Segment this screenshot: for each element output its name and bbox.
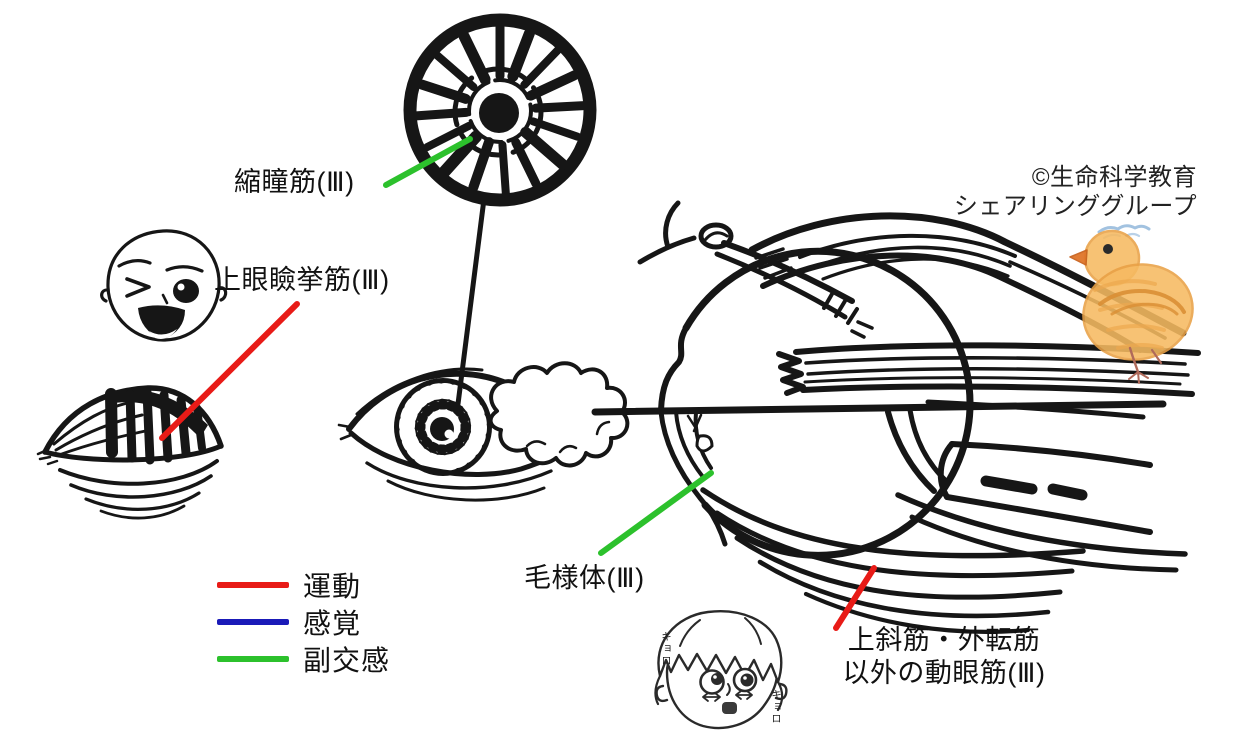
tongue — [149, 329, 177, 339]
label-oculomotor-others: 上斜筋・外転筋 以外の動眼筋(Ⅲ) — [808, 624, 1080, 690]
right-ear — [774, 682, 788, 701]
sensory-color-line — [217, 618, 289, 625]
leader-oculomotor — [833, 565, 877, 631]
legend: 運動 感覚 副交感 — [216, 566, 390, 677]
kyoro-text-left: キョロ — [660, 631, 672, 667]
chick-wing — [1098, 289, 1186, 314]
pupil — [479, 93, 519, 133]
nose — [161, 293, 169, 305]
ciliary-body-section — [658, 409, 728, 547]
open-eye-figure — [337, 361, 630, 502]
attachment-zigzag — [776, 351, 806, 396]
front-step — [658, 325, 689, 413]
left-eyebrow — [117, 259, 152, 268]
nerve-dash — [1047, 483, 1088, 501]
leader-ciliary — [598, 470, 714, 556]
chick-figure — [1069, 224, 1194, 384]
inferior-muscles-fan — [700, 487, 1188, 634]
kyoro-text-right: キョロ — [770, 689, 782, 725]
winking-face-figure — [100, 229, 228, 342]
lens-knot — [695, 434, 714, 453]
leader-open-eye — [455, 196, 487, 407]
trochlea-superior-oblique — [637, 200, 874, 339]
open-eye — [173, 279, 199, 303]
label-pupillary-constrictor: 縮瞳筋(Ⅲ) — [234, 167, 355, 197]
lash-marks — [36, 448, 59, 466]
label-levator-palpebrae: 上眼瞼挙筋(Ⅲ) — [214, 265, 390, 295]
iris-outer-ring — [403, 13, 597, 207]
leader-pupil-constrictor — [383, 136, 473, 188]
levator-muscle-eye-figure — [36, 385, 224, 520]
iris-wheel-figure — [403, 13, 597, 207]
chick-leg — [1128, 346, 1140, 374]
right-eyebrow — [165, 265, 204, 273]
legend-label-sensory: 感覚 — [303, 607, 362, 639]
leader-levator — [159, 301, 300, 441]
legend-label-parasympathetic: 副交感 — [303, 644, 391, 676]
head-outline — [106, 229, 221, 342]
copyright-credit: ©生命科学教育 シェアリンググループ — [954, 163, 1197, 221]
right-arrow — [735, 690, 753, 700]
eye-highlight — [177, 283, 185, 291]
label-oculomotor-line1: 上斜筋・外転筋 — [847, 625, 1041, 655]
sphincter-ring-inner — [467, 78, 533, 144]
corner-lashes — [337, 423, 353, 441]
copyright-line1: ©生命科学教育 — [1031, 164, 1197, 191]
parasympathetic-color-line — [217, 655, 289, 662]
copyright-line2: シェアリンググループ — [953, 193, 1197, 220]
lacrimal-gland — [488, 361, 630, 468]
legend-row-sensory: 感覚 — [216, 603, 390, 640]
nerve-dash — [980, 475, 1038, 495]
blue-scribble — [1097, 224, 1151, 234]
looking-around-face-figure — [654, 610, 788, 730]
optic-axis-line — [591, 399, 1167, 420]
label-ciliary-body: 毛様体(Ⅲ) — [524, 563, 645, 593]
nose — [726, 683, 731, 696]
optic-nerve — [885, 407, 1153, 535]
mouth — [722, 702, 737, 714]
muscle-stripes — [105, 387, 206, 465]
chick-foot — [1128, 371, 1149, 384]
left-ear — [100, 288, 110, 303]
vessel-fork — [637, 200, 697, 265]
leader-lines — [159, 136, 877, 631]
chick-body — [1082, 263, 1194, 361]
oblique-tendon — [721, 240, 855, 304]
chick-beak — [1069, 249, 1088, 266]
legend-label-motor: 運動 — [303, 570, 362, 602]
sphincter-ring-outer — [452, 66, 544, 158]
legend-row-parasympathetic: 副交感 — [216, 640, 390, 677]
chick-eye — [1103, 244, 1113, 254]
legend-row-motor: 運動 — [216, 566, 390, 603]
right-ear — [217, 286, 228, 302]
label-oculomotor-line2: 以外の動眼筋(Ⅲ) — [842, 658, 1046, 688]
crayon-texture — [1093, 279, 1166, 350]
upper-crease — [355, 367, 484, 416]
muscle-band — [105, 389, 208, 438]
motor-color-line — [217, 581, 289, 588]
left-ear — [655, 684, 669, 703]
winking-eye — [125, 277, 151, 298]
left-arrow — [702, 692, 721, 702]
